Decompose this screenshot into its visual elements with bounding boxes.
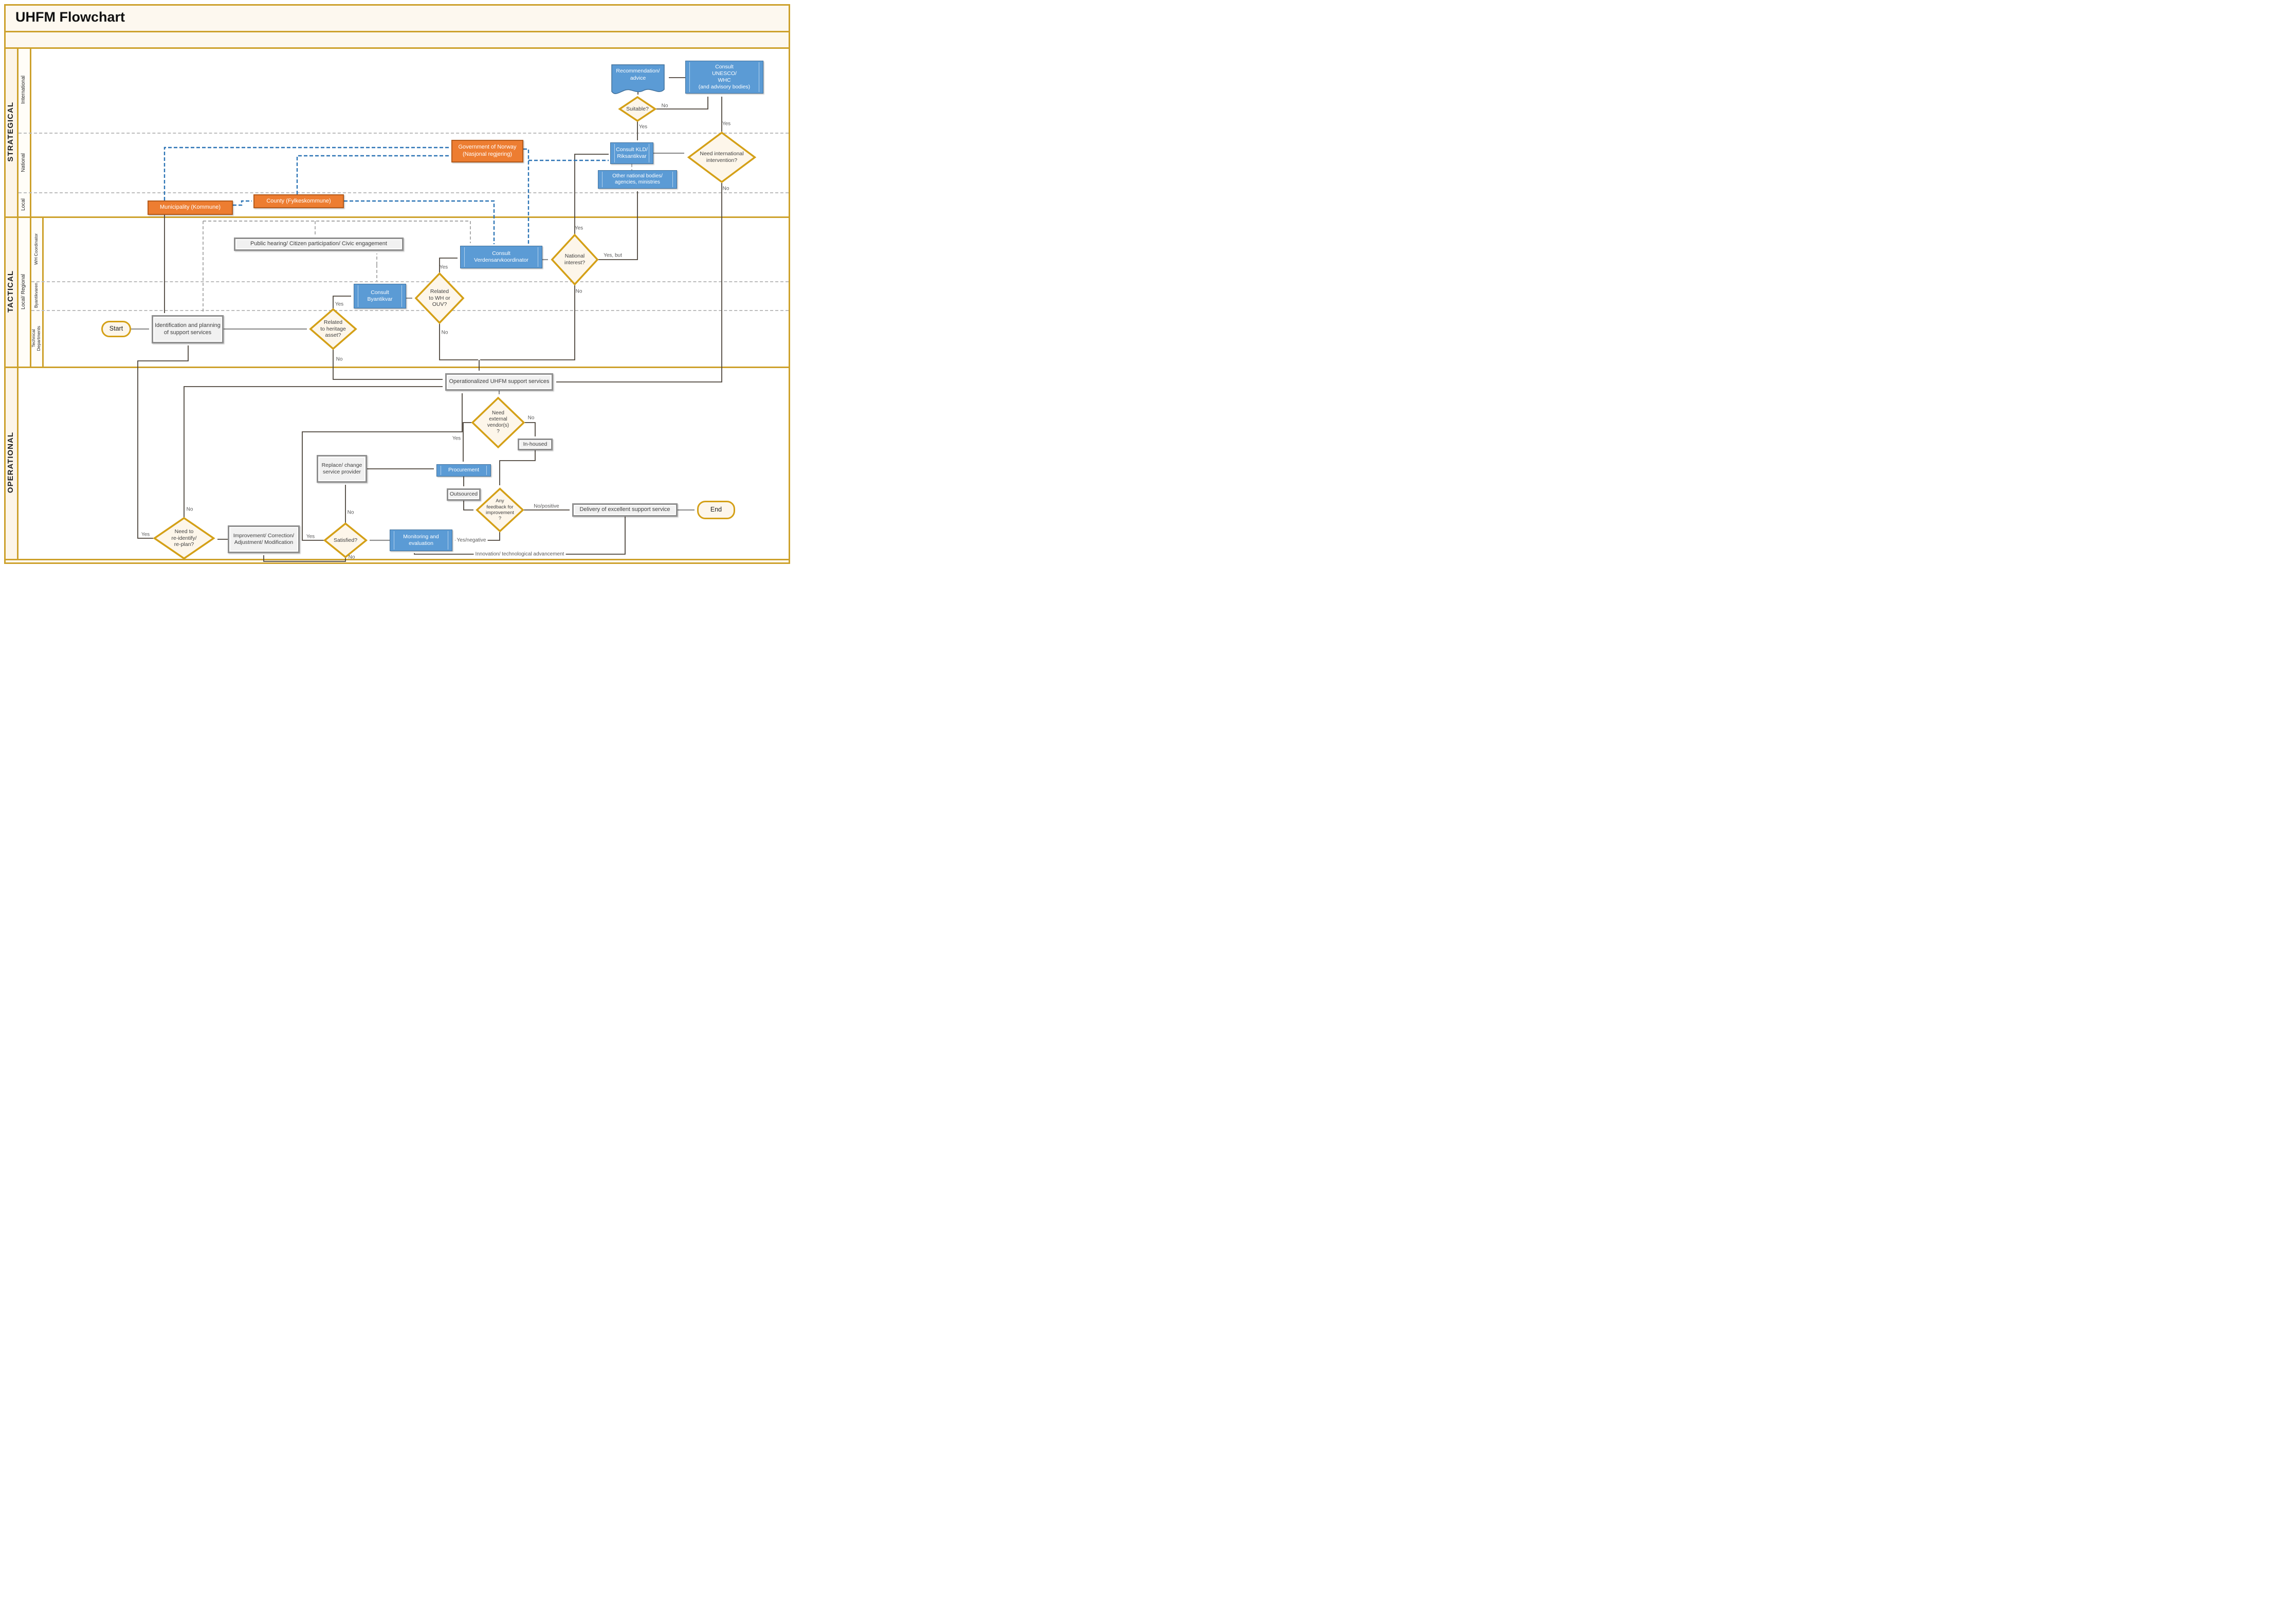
byantikvaren-technical-separator: [31, 310, 789, 311]
sublane-national: National: [21, 153, 26, 172]
edge-county-government-dashed: [296, 155, 450, 194]
frame-top: [4, 4, 790, 6]
label-heritage-no: No: [336, 356, 343, 362]
process-delivery: Delivery of excellent support service: [572, 503, 678, 517]
uhfm-flowchart: UHFM Flowchart STRATEGICAL TACTICAL OPER…: [0, 0, 794, 565]
process-public-hearing: Public hearing/ Citizen participation/ C…: [234, 238, 404, 251]
edge-vendor-no: [525, 422, 536, 436]
decision-satisfied: Satisfied?: [324, 523, 367, 558]
edge-natint-yesbut: [598, 191, 638, 260]
title-band: [4, 4, 790, 47]
whc-byantikvaren-separator: [31, 281, 789, 282]
process-consult-unesco: Consult UNESCO/ WHC (and advisory bodies…: [685, 61, 763, 94]
process-replace-provider: Replace/ change service provider: [317, 455, 367, 483]
label-satisfied-yes: Yes: [304, 534, 317, 540]
process-procurement: Procurement: [436, 464, 491, 477]
decision-related-wh-ouv: Related to WH or OUV?: [415, 272, 464, 324]
edge-whouv-no: [439, 324, 478, 360]
label-vendor-yes: Yes: [452, 435, 461, 442]
process-outsourced: Outsourced: [447, 488, 481, 501]
process-monitoring: Monitoring and evaluation: [390, 530, 452, 551]
label-needintl-no: No: [722, 186, 729, 192]
label-natint-yesbut: Yes, but: [604, 252, 622, 259]
process-government-norway: Government of Norway (Nasjonal regjering…: [451, 140, 523, 162]
edge-municipality-county-dashed: [233, 200, 252, 206]
edge-heritage-no: [333, 350, 443, 380]
edge-outsourced-feedback: [463, 501, 473, 510]
label-feedback-nopositive: No/positive: [532, 503, 561, 509]
decision-any-feedback: Any feedback for improvement ?: [476, 488, 524, 532]
sublane-col-divider: [30, 47, 31, 367]
tactical-operational-divider: [4, 367, 790, 368]
lane-operational: OPERATIONAL: [6, 432, 15, 494]
intl-national-separator: [19, 133, 789, 134]
label-heritage-yes: Yes: [335, 301, 344, 307]
label-suitable-yes: Yes: [638, 124, 648, 130]
sublane-local: Local: [21, 198, 26, 211]
terminator-end: End: [697, 501, 735, 519]
frame-left: [4, 4, 6, 564]
sublane-label-column: [17, 47, 30, 367]
decision-need-vendor: Need external vendor(s) ?: [471, 397, 525, 448]
edge-government-verdensarv-dashed: [523, 148, 529, 244]
decision-suitable: Suitable?: [619, 97, 656, 121]
label-feedback-yesnegative: Yes/negative: [455, 537, 488, 543]
edge-reidentify-no: [184, 386, 443, 517]
process-operationalized: Operationalized UHFM support services: [445, 373, 553, 391]
decision-national-interest: National interest?: [551, 234, 598, 285]
lane-label-column: [4, 47, 17, 560]
decision-need-international: Need international intervention?: [687, 132, 756, 183]
process-municipality: Municipality (Kommune): [148, 200, 233, 215]
label-whouv-no: No: [441, 330, 448, 336]
process-consult-byantikvar: Consult Byantikvar: [354, 284, 406, 308]
label-suitable-no: No: [661, 103, 668, 109]
page-title: UHFM Flowchart: [15, 9, 125, 25]
title-divider: [4, 31, 790, 32]
strategical-tactical-divider: [4, 216, 790, 218]
edge-natint-no: [480, 285, 575, 360]
frame-right: [789, 4, 790, 564]
band-divider: [4, 47, 790, 49]
sublane-technical-departments: Technical Departments: [31, 325, 41, 351]
label-natint-yes: Yes: [574, 225, 583, 231]
edge-natint-yes: [574, 154, 609, 234]
process-identification: Identification and planning of support s…: [152, 315, 224, 343]
process-in-housed: In-housed: [518, 439, 553, 450]
tactical-col-divider: [42, 216, 44, 367]
edge-vendor-yes: [463, 422, 471, 462]
frame-bottom: [4, 562, 790, 564]
operational-bottom: [4, 559, 790, 560]
label-whouv-yes: Yes: [439, 264, 448, 270]
process-county: County (Fylkeskommune): [253, 194, 344, 208]
process-improvement: Improvement/ Correction/ Adjustment/ Mod…: [228, 525, 300, 553]
label-needintl-yes: Yes: [722, 121, 731, 127]
decision-need-reidentify: Need to re-identify/ re-plan?: [153, 517, 215, 559]
edge-inhoused-feedback: [499, 450, 536, 485]
label-satisfied-no-bottom: No: [348, 554, 355, 560]
terminator-start: Start: [101, 321, 131, 337]
label-col-divider: [17, 47, 19, 560]
label-natint-no: No: [575, 288, 582, 295]
lane-strategical: STRATEGICAL: [6, 102, 15, 162]
process-consult-kld: Consult KLD/ Riksantikvar: [610, 142, 653, 164]
national-local-separator: [19, 192, 789, 193]
label-satisfied-no-top: No: [347, 509, 354, 516]
label-reidentify-yes: Yes: [139, 532, 152, 538]
sublane-international: International: [21, 76, 26, 104]
edge-reidentify-yes: [137, 345, 189, 539]
process-consult-verdensarv: Consult Verdensarvkoordinator: [460, 246, 542, 268]
tactical-sublane-column: [30, 216, 42, 367]
connector-layer: [131, 77, 722, 562]
process-other-national-bodies: Other national bodies/ agencies, ministr…: [598, 170, 677, 189]
label-innovation: Innovation/ technological advancement: [473, 551, 566, 557]
label-reidentify-no: No: [186, 506, 193, 513]
label-vendor-no: No: [527, 415, 535, 421]
document-recommendation-advice: Recommendation/ advice: [611, 64, 665, 97]
sublane-byantikvaren: Byantikvaren: [33, 283, 39, 308]
sublane-wh-coordinator: WH Coordinator: [33, 233, 39, 265]
decision-related-heritage: Related to heritage asset?: [309, 308, 357, 350]
lane-tactical: TACTICAL: [6, 270, 15, 313]
sublane-local-regional: Local/ Regional: [21, 273, 26, 309]
